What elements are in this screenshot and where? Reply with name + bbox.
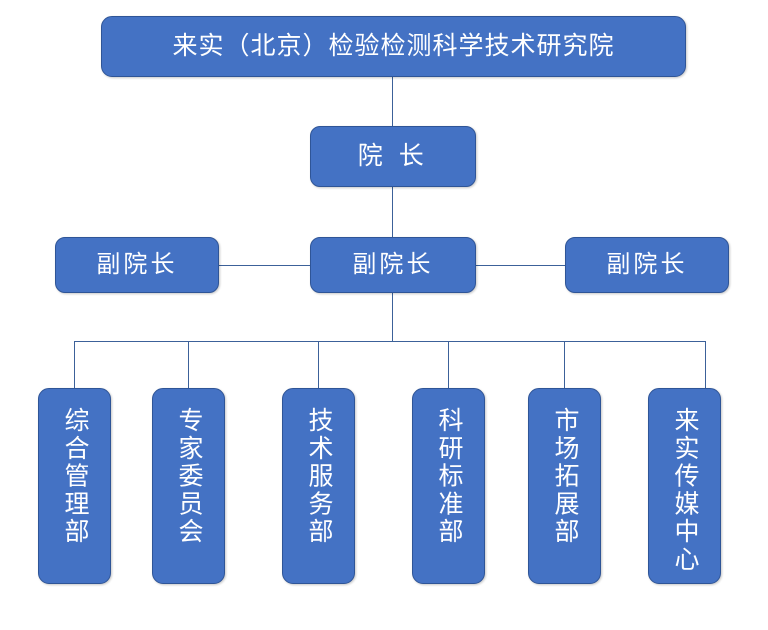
org-node-label: 副院长 <box>606 250 688 278</box>
org-node-department-research-standards[interactable]: 科研标准部 <box>412 388 485 584</box>
connector-president-to-vice-center <box>392 187 393 237</box>
org-node-department-technical-service[interactable]: 技术服务部 <box>282 388 355 584</box>
org-node-label: 综合管理部 <box>61 407 89 546</box>
org-node-label: 专家委员会 <box>175 407 203 546</box>
org-node-label: 副院长 <box>352 250 434 278</box>
connector-bus-to-department-4 <box>448 341 449 388</box>
connector-vice-center-to-vice-right <box>476 265 565 266</box>
org-node-label: 科研标准部 <box>435 407 463 546</box>
org-node-label: 院 长 <box>357 141 429 170</box>
org-node-label: 来实（北京）检验检测科学技术研究院 <box>172 31 615 60</box>
connector-bus-to-department-5 <box>564 341 565 388</box>
connector-bus-to-department-1 <box>74 341 75 388</box>
connector-bus-to-department-2 <box>188 341 189 388</box>
org-node-vice-president-center[interactable]: 副院长 <box>310 237 476 293</box>
org-node-department-expert-committee[interactable]: 专家委员会 <box>152 388 225 584</box>
org-node-vice-president-left[interactable]: 副院长 <box>55 237 219 293</box>
connector-bus-to-department-3 <box>318 341 319 388</box>
org-node-label: 副院长 <box>96 250 178 278</box>
org-node-vice-president-right[interactable]: 副院长 <box>565 237 729 293</box>
connector-vice-center-to-vice-left <box>218 265 310 266</box>
org-node-president[interactable]: 院 长 <box>310 126 476 187</box>
org-node-label: 市场拓展部 <box>551 407 579 546</box>
connector-vice-center-to-bus <box>392 293 393 341</box>
org-node-department-market-development[interactable]: 市场拓展部 <box>528 388 601 584</box>
org-node-label: 来实传媒中心 <box>671 407 699 574</box>
org-node-department-general-management[interactable]: 综合管理部 <box>38 388 111 584</box>
org-node-institute-root[interactable]: 来实（北京）检验检测科学技术研究院 <box>101 16 686 77</box>
org-node-label: 技术服务部 <box>305 407 333 546</box>
connector-root-to-president <box>392 77 393 126</box>
org-node-department-media-center[interactable]: 来实传媒中心 <box>648 388 721 584</box>
connector-bus-to-department-6 <box>705 341 706 388</box>
connector-department-bus <box>74 341 706 342</box>
